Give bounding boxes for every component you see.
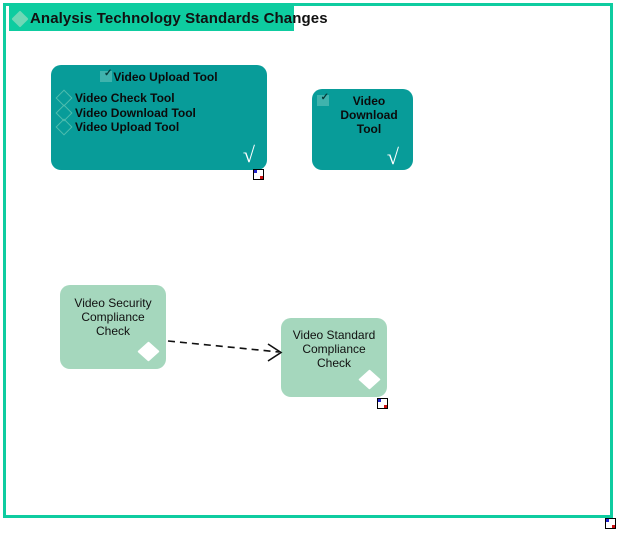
node-title-row: Video Upload Tool — [51, 68, 267, 84]
node-title-text: Video Download Tool — [340, 94, 398, 136]
list-item-label: Video Check Tool — [75, 91, 175, 105]
page-title: Analysis Technology Standards Changes — [30, 10, 328, 27]
marker-dot-red — [384, 405, 387, 408]
tick-glyph-icon: √ — [242, 142, 255, 167]
node-title-text: Video Standard Compliance Check — [292, 328, 376, 370]
selection-marker[interactable] — [253, 169, 264, 180]
node-title-text: Video Upload Tool — [113, 70, 218, 84]
node-title-text: Video Security Compliance Check — [74, 296, 152, 338]
node-title-row: Video Standard Compliance Check — [281, 328, 387, 370]
marker-dot-red — [612, 525, 615, 528]
rhombus-glyph-icon — [137, 341, 160, 362]
tick-glyph-icon: √ — [386, 144, 399, 169]
selection-marker[interactable] — [377, 398, 388, 409]
marker-dot-blue — [254, 170, 257, 173]
node-video-standard-compliance-check[interactable]: Video Standard Compliance Check — [281, 318, 387, 397]
node-video-upload-tool[interactable]: Video Upload Tool Video Check Tool Video… — [51, 65, 267, 170]
node-video-security-compliance-check[interactable]: Video Security Compliance Check — [60, 285, 166, 369]
node-item-list: Video Check Tool Video Download Tool Vid… — [51, 89, 267, 136]
list-item[interactable]: Video Check Tool — [55, 89, 267, 107]
node-video-download-tool[interactable]: Video Download Tool √ — [312, 89, 413, 170]
marker-dot-blue — [378, 399, 381, 402]
node-title-row: Video Download Tool — [312, 92, 413, 136]
diamond-bullet-icon — [55, 118, 73, 136]
list-item[interactable]: Video Upload Tool — [55, 118, 267, 136]
check-badge-icon — [100, 68, 113, 82]
diagram-title-bar[interactable]: Analysis Technology Standards Changes — [9, 6, 328, 31]
list-item[interactable]: Video Download Tool — [55, 104, 267, 121]
rhombus-glyph-icon — [358, 369, 381, 390]
node-title-row: Video Security Compliance Check — [60, 296, 166, 338]
list-item-label: Video Upload Tool — [75, 120, 180, 134]
list-item-label: Video Download Tool — [75, 105, 196, 120]
check-badge-icon — [317, 92, 329, 106]
marker-dot-blue — [606, 519, 609, 522]
marker-dot-red — [260, 176, 263, 179]
canvas-resize-handle[interactable] — [605, 518, 616, 529]
diamond-icon — [11, 10, 29, 27]
